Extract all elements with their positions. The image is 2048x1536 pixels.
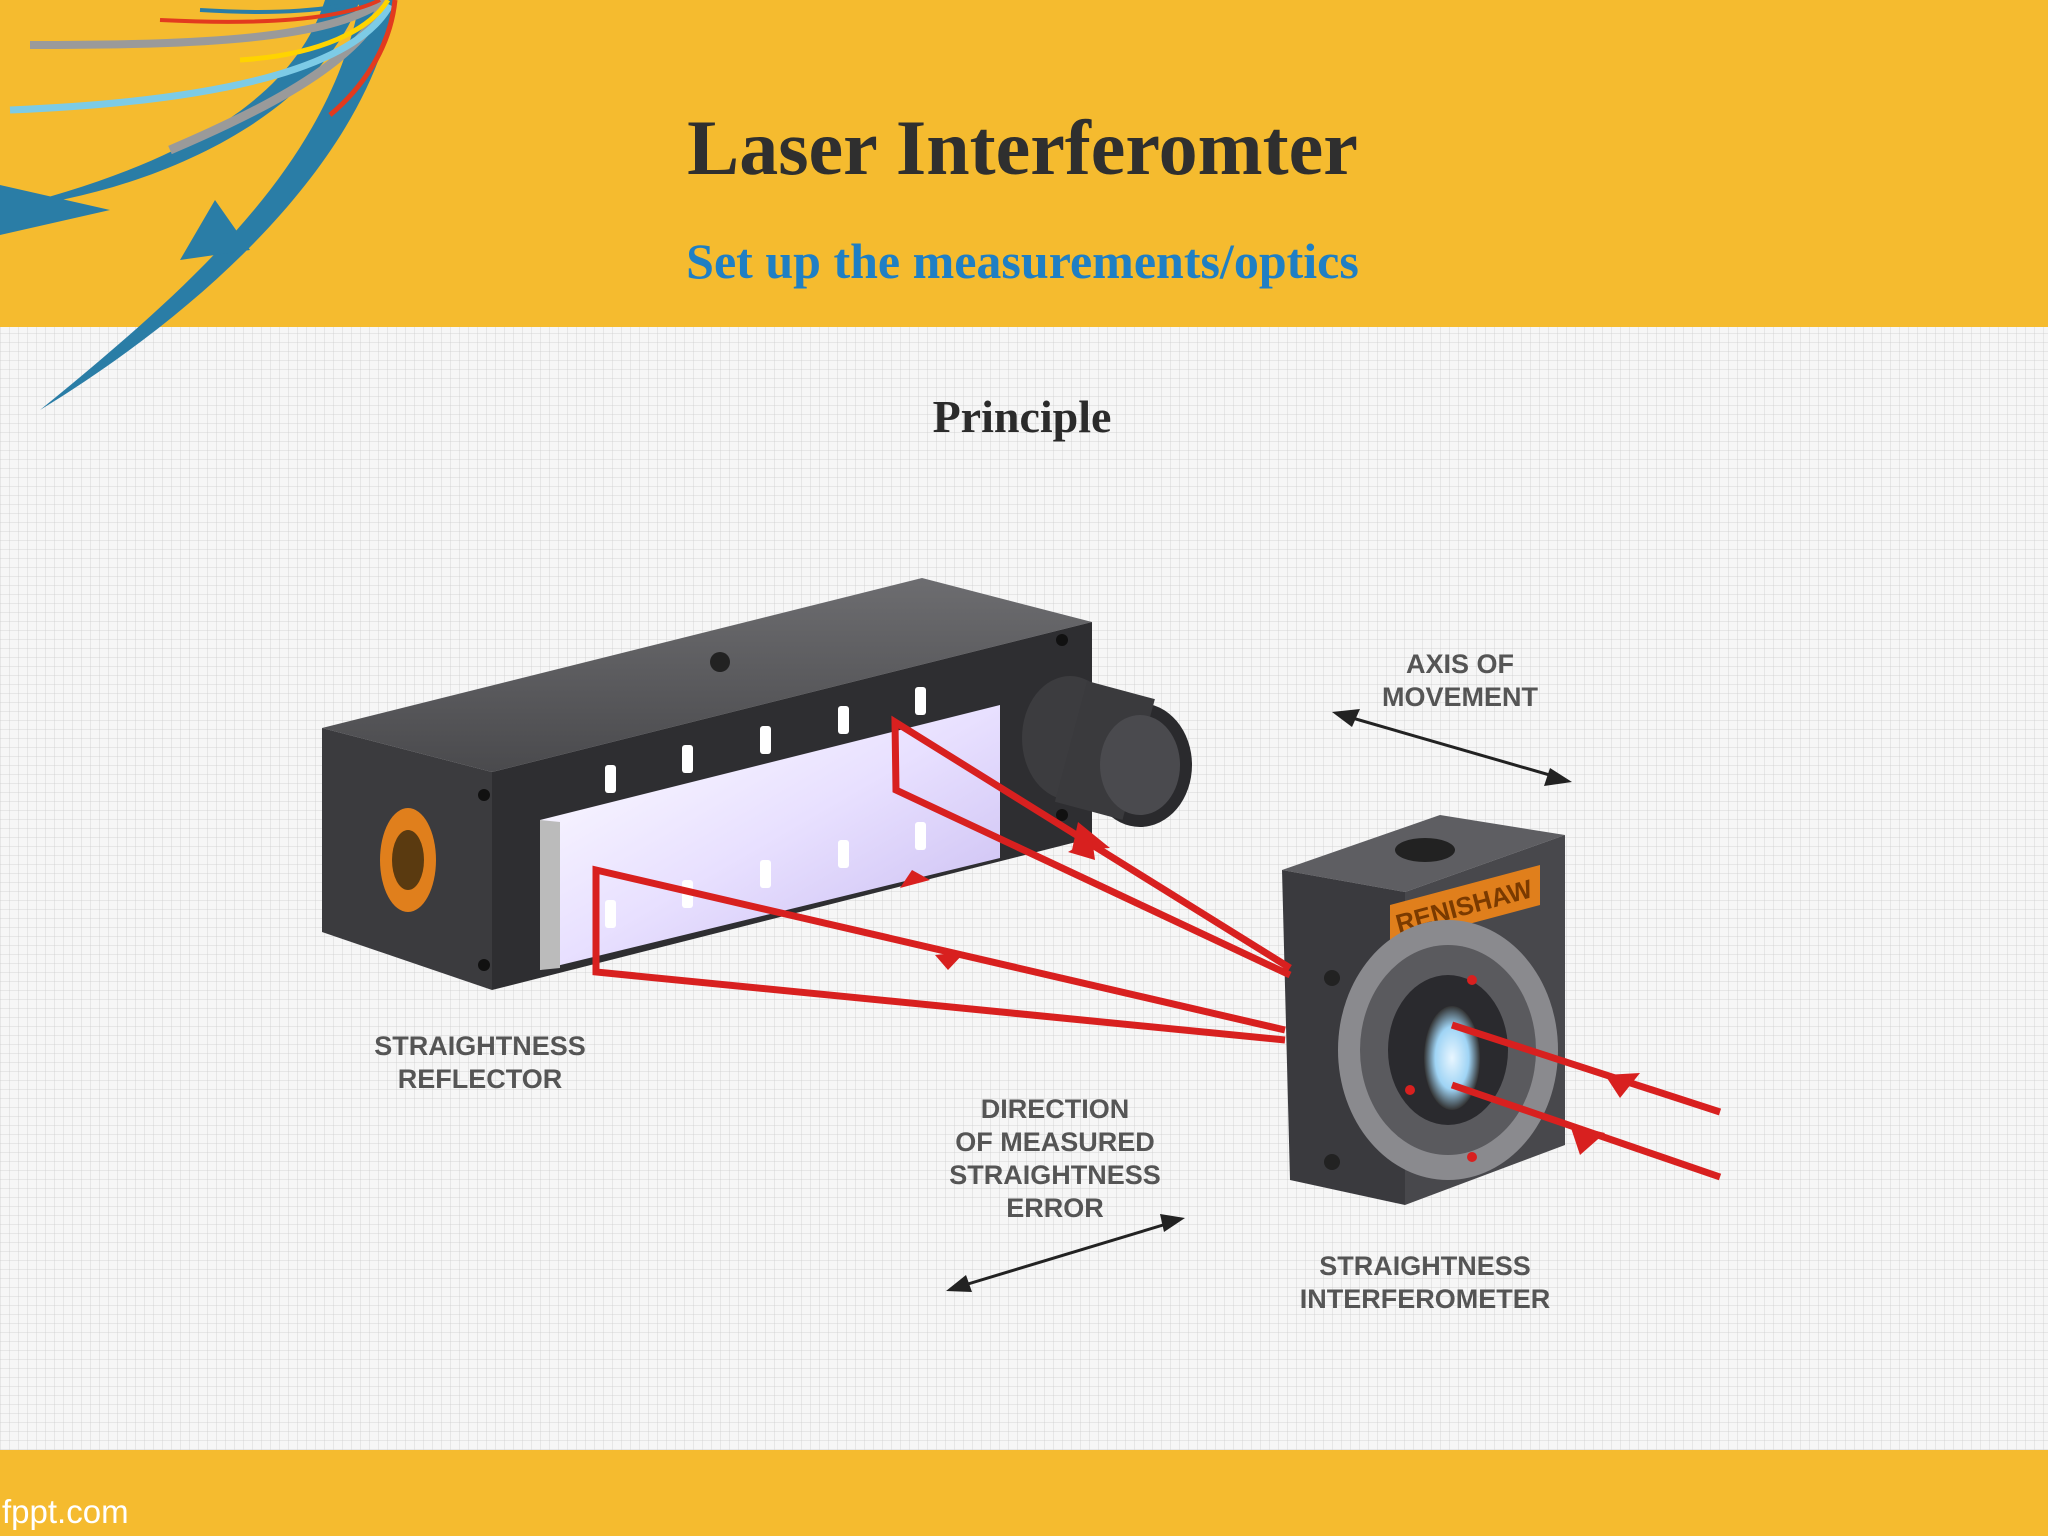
direction-of-error-label: DIRECTION OF MEASURED STRAIGHTNESS ERROR: [949, 1094, 1161, 1223]
decorative-arrows-graphic: [0, 0, 398, 410]
slide-subtitle: Set up the measurements/optics: [686, 233, 1359, 289]
slide-title: Laser Interferomter: [687, 104, 1358, 191]
straightness-reflector-label: STRAIGHTNESS REFLECTOR: [374, 1031, 586, 1094]
axis-of-movement-label: AXIS OF MOVEMENT: [1381, 649, 1538, 712]
footer-band: [0, 1450, 2048, 1536]
footer-brand-text: fppt.com: [2, 1493, 129, 1530]
axis-of-movement-arrow: [1332, 709, 1572, 786]
section-heading: Principle: [932, 391, 1112, 442]
direction-of-error-arrow: [946, 1214, 1185, 1292]
straightness-reflector-graphic: [322, 578, 1192, 990]
beam-direction-arrows: [900, 822, 1640, 1155]
straightness-interferometer-label: STRAIGHTNESS INTERFEROMETER: [1299, 1251, 1551, 1314]
straightness-interferometer-graphic: RENISHAW: [1282, 815, 1565, 1205]
